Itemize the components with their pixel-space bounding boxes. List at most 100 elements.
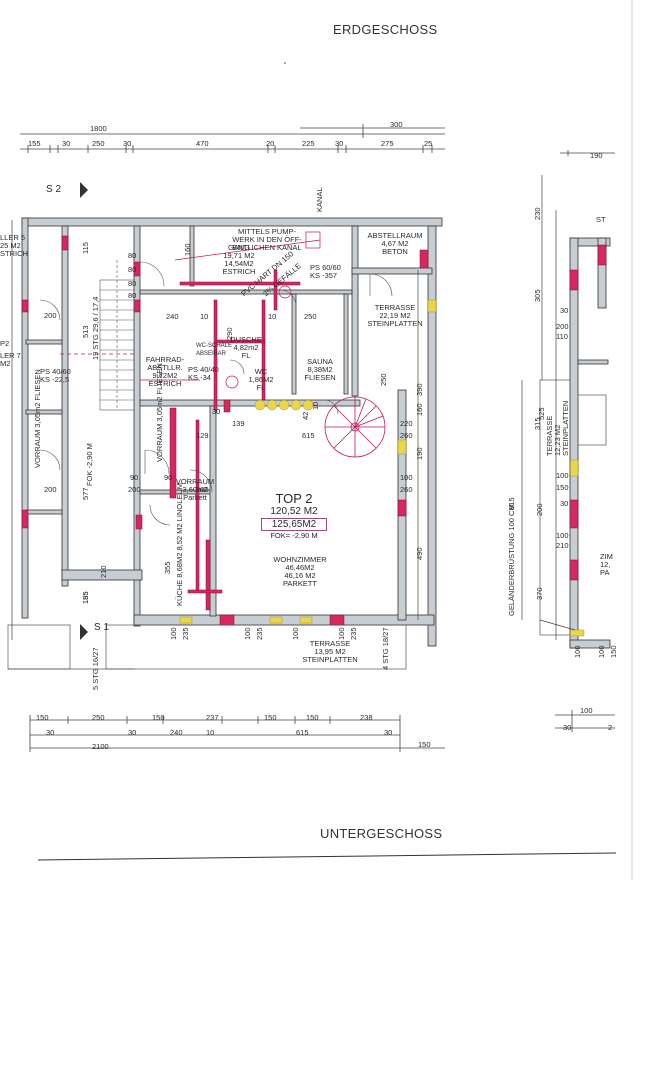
dim-bottom-right-30: 30 xyxy=(563,723,572,732)
dim-bottom-30c: 30 xyxy=(384,728,393,737)
main-stair xyxy=(99,260,135,411)
spiral-stair xyxy=(324,396,386,458)
inner-dim: 10 xyxy=(268,312,277,321)
dim-bottom-250: 250 xyxy=(92,713,105,722)
drain-pipe-lines xyxy=(60,231,321,389)
inner-dim: 90 xyxy=(164,473,173,482)
inner-dim: 150 xyxy=(556,483,569,492)
inner-dim: 210 xyxy=(99,565,108,578)
gelaender-label: GELÄNDERBRÜSTUNG 100 CM xyxy=(507,504,516,616)
inner-dim: 250 xyxy=(379,373,388,386)
inner-dim: 100 xyxy=(556,471,569,480)
inner-dim: 230 xyxy=(533,207,542,220)
dim-top-470: 470 xyxy=(196,139,209,148)
inner-dim: 513 xyxy=(81,325,90,338)
inner-dim: 370 xyxy=(535,587,544,600)
dim-bottom-30b: 30 xyxy=(128,728,137,737)
room-kueche: KÜCHE 8,68M2 8,52 M2 LINOLEUM xyxy=(175,482,184,606)
dim-top-total: 1800 xyxy=(90,124,107,133)
inner-dim: 250 xyxy=(304,312,317,321)
inner-dim: 115 xyxy=(81,242,90,254)
inner-dim: 260 xyxy=(400,431,413,440)
inner-dim: 200 xyxy=(128,485,141,494)
inner-dim: 235 xyxy=(349,627,358,640)
inner-dim: 355 xyxy=(163,561,172,574)
inner-dim: 80 xyxy=(128,265,137,274)
inner-dim: 80 xyxy=(128,279,137,288)
dim-bottom-150e: 150 xyxy=(418,740,431,749)
right-wing-walls xyxy=(569,237,611,649)
dim-top-25: 25 xyxy=(424,139,433,148)
terrace-outlines xyxy=(7,379,607,670)
inner-dim: 30 xyxy=(560,306,569,315)
inner-dim: 30 xyxy=(560,499,569,508)
inner-dim: 100 xyxy=(400,473,413,482)
dim-top-20: 20 xyxy=(266,139,275,148)
st-right-label: ST xyxy=(596,215,606,224)
dim-bottom-10: 10 xyxy=(206,728,215,737)
dim-bottom-615: 615 xyxy=(296,728,309,737)
inner-dim: 185 xyxy=(81,591,90,604)
inner-dim: 150 xyxy=(609,645,618,658)
p2-label: P2 xyxy=(0,339,10,348)
inner-dim: 10 xyxy=(200,312,209,321)
section-markers xyxy=(80,182,88,640)
inner-dim: 100 xyxy=(337,627,346,640)
dim-top-30c: 30 xyxy=(335,139,344,148)
section-rule xyxy=(37,852,617,861)
unit-top2-fok: FOK= -2,90 M xyxy=(270,531,318,540)
dim-bottom-237: 237 xyxy=(206,713,219,722)
dim-top-225: 225 xyxy=(302,139,315,148)
inner-dim: 160 xyxy=(415,403,424,416)
inner-dim: 100 xyxy=(243,627,252,640)
unit-top2-area1: 120,52 M2 xyxy=(270,506,318,517)
inner-dim: 200 xyxy=(44,311,57,320)
fok-left-label: FOK -2,90 M xyxy=(85,443,94,486)
inner-dim: 235 xyxy=(181,627,190,640)
stair-label-main: 19 STG 29,6 / 17,4 xyxy=(91,296,100,360)
bottom-dimension-lines xyxy=(29,710,615,752)
inner-dim: 200 xyxy=(535,503,544,516)
inner-dim: 80 xyxy=(128,251,137,260)
inner-dim: 490 xyxy=(415,547,424,560)
dim-bottom-240: 240 xyxy=(170,728,183,737)
dim-top-30b: 30 xyxy=(123,139,132,148)
inner-dim: 80 xyxy=(128,291,137,300)
room-vorraum-a: VORRAUM 3,05m2 FLIESEN xyxy=(155,363,164,462)
dim-top-right-total: 300 xyxy=(390,120,403,129)
inner-dim: 290 xyxy=(225,327,234,340)
inner-dim: 190 xyxy=(415,447,424,460)
inner-dim: 100 xyxy=(573,645,582,658)
stair-label-b: 5 STG 16/27 xyxy=(91,647,100,690)
dim-bottom-238: 238 xyxy=(360,713,373,722)
inner-dim: 42 xyxy=(301,411,310,420)
dim-top-30a: 30 xyxy=(62,139,71,148)
inner-dim: 100 xyxy=(291,627,300,640)
section-label-s1: S 1 xyxy=(94,622,110,633)
inner-dim: 200 xyxy=(44,485,57,494)
kanal-label: KANAL xyxy=(315,187,324,212)
inner-dim: 240 xyxy=(166,312,179,321)
inner-dim: 235 xyxy=(255,627,264,640)
stair-label-c: 4 STG 18/27 xyxy=(381,627,390,670)
inner-dim: 815 xyxy=(507,497,516,510)
inner-dim: 100 xyxy=(597,645,606,658)
inner-dim: 139 xyxy=(232,419,245,428)
dim-bottom-150a: 150 xyxy=(36,713,49,722)
unit-top2-area2: 125,65M2 xyxy=(261,518,327,531)
room-mittel-note: MITTELS PUMP-WERK IN DEN ÖFF-ENTLICHEN K… xyxy=(232,227,302,252)
